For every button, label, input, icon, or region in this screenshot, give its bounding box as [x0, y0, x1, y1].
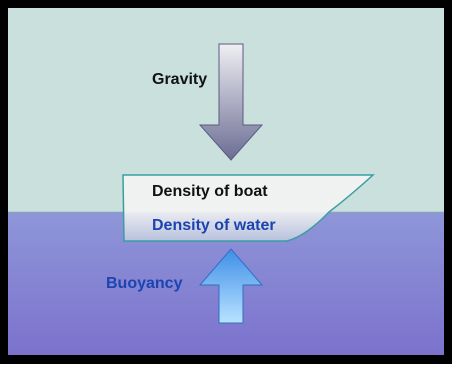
density-of-boat-label: Density of boat	[152, 183, 268, 200]
gravity-arrow	[198, 43, 264, 161]
density-of-water-label: Density of water	[152, 217, 276, 234]
buoyancy-arrow	[198, 248, 264, 324]
buoyancy-label: Buoyancy	[106, 275, 183, 292]
gravity-label: Gravity	[152, 71, 207, 88]
boat-hull	[122, 174, 375, 242]
